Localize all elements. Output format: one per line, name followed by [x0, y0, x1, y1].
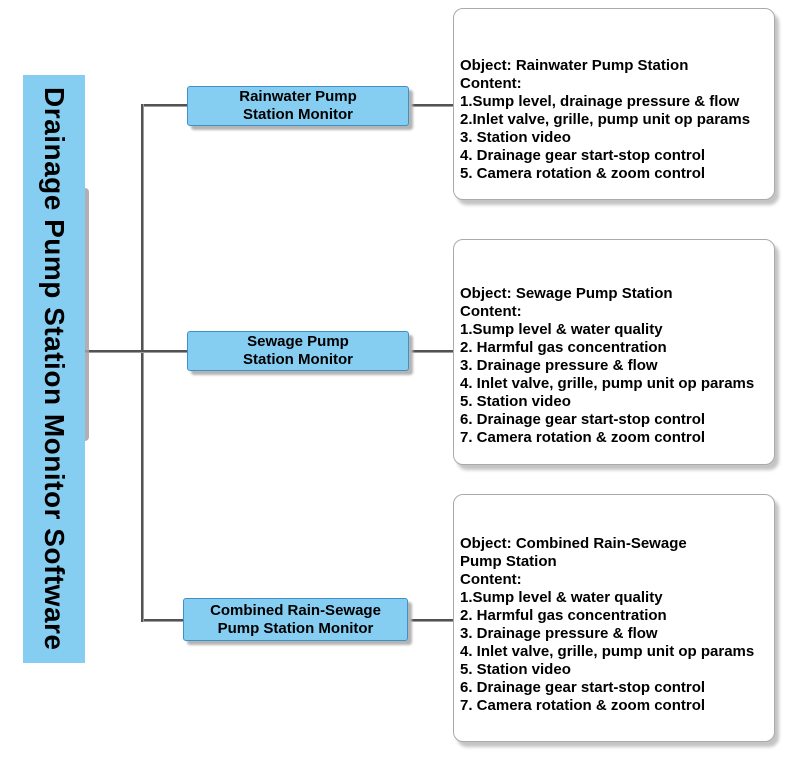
root-node-label: Drainage Pump Station Monitor Software — [39, 87, 70, 651]
detail-line: 6. Drainage gear start-stop control — [460, 411, 706, 428]
detail-line: Pump Station — [460, 553, 557, 570]
detail-line: 7. Camera rotation & zoom control — [460, 429, 706, 446]
node-label-line: Combined Rain-Sewage — [210, 601, 381, 619]
detail-card-combined: Object: Combined Rain-Sewage Pump Statio… — [453, 494, 775, 742]
connector-trunk-to-combined — [144, 619, 183, 622]
node-label-line: Pump Station Monitor — [217, 619, 374, 637]
connector-combined-to-detail — [409, 619, 453, 622]
node-label-line: Sewage Pump — [247, 333, 349, 350]
detail-line: 4. Inlet valve, grille, pump unit op par… — [460, 643, 755, 660]
detail-line: 2.Inlet valve, grille, pump unit op para… — [460, 111, 751, 128]
detail-line: 2. Harmful gas concentration — [460, 339, 667, 356]
detail-line: 5. Station video — [460, 661, 571, 678]
connector-root-to-trunk — [85, 350, 187, 353]
detail-line: 5. Station video — [460, 393, 571, 410]
detail-line: 5. Camera rotation & zoom control — [460, 165, 706, 182]
detail-card-sewage: Object: Sewage Pump Station Content: 1.S… — [453, 239, 775, 465]
root-node-shadow — [85, 188, 89, 441]
connector-sewage-to-detail — [410, 350, 453, 353]
detail-line: 7. Camera rotation & zoom control — [460, 697, 706, 714]
detail-line: Object: Rainwater Pump Station — [460, 57, 689, 74]
node-rainwater-pump-station-monitor: Rainwater Pump Station Monitor — [187, 86, 409, 126]
detail-line: 1.Sump level, drainage pressure & flow — [460, 93, 740, 110]
connector-trunk-to-rainwater — [144, 104, 187, 107]
detail-line: 6. Drainage gear start-stop control — [460, 679, 706, 696]
connector-rainwater-to-detail — [410, 104, 453, 107]
detail-line: 1.Sump level & water quality — [460, 321, 663, 338]
node-label-line: Rainwater Pump — [239, 88, 357, 105]
detail-line: 3. Drainage pressure & flow — [460, 625, 658, 642]
detail-line: Content: — [460, 303, 522, 320]
detail-line: 3. Drainage pressure & flow — [460, 357, 658, 374]
node-label-line: Station Monitor — [243, 351, 353, 368]
detail-line: 1.Sump level & water quality — [460, 589, 663, 606]
detail-line: 3. Station video — [460, 129, 571, 146]
detail-line: 4. Inlet valve, grille, pump unit op par… — [460, 375, 755, 392]
detail-line: 4. Drainage gear start-stop control — [460, 147, 706, 164]
connector-trunk-vertical — [141, 104, 144, 622]
detail-line: Content: — [460, 75, 522, 92]
detail-line: 2. Harmful gas concentration — [460, 607, 667, 624]
node-combined-rain-sewage-pump-station-monitor: Combined Rain-Sewage Pump Station Monito… — [183, 598, 408, 641]
detail-line: Object: Combined Rain-Sewage — [460, 535, 687, 552]
detail-line: Content: — [460, 571, 522, 588]
node-sewage-pump-station-monitor: Sewage Pump Station Monitor — [187, 331, 409, 371]
detail-card-rainwater: Object: Rainwater Pump Station Content: … — [453, 8, 775, 200]
root-node-drainage-software: Drainage Pump Station Monitor Software — [23, 75, 85, 663]
node-label-line: Station Monitor — [243, 106, 353, 123]
detail-line: Object: Sewage Pump Station — [460, 285, 673, 302]
